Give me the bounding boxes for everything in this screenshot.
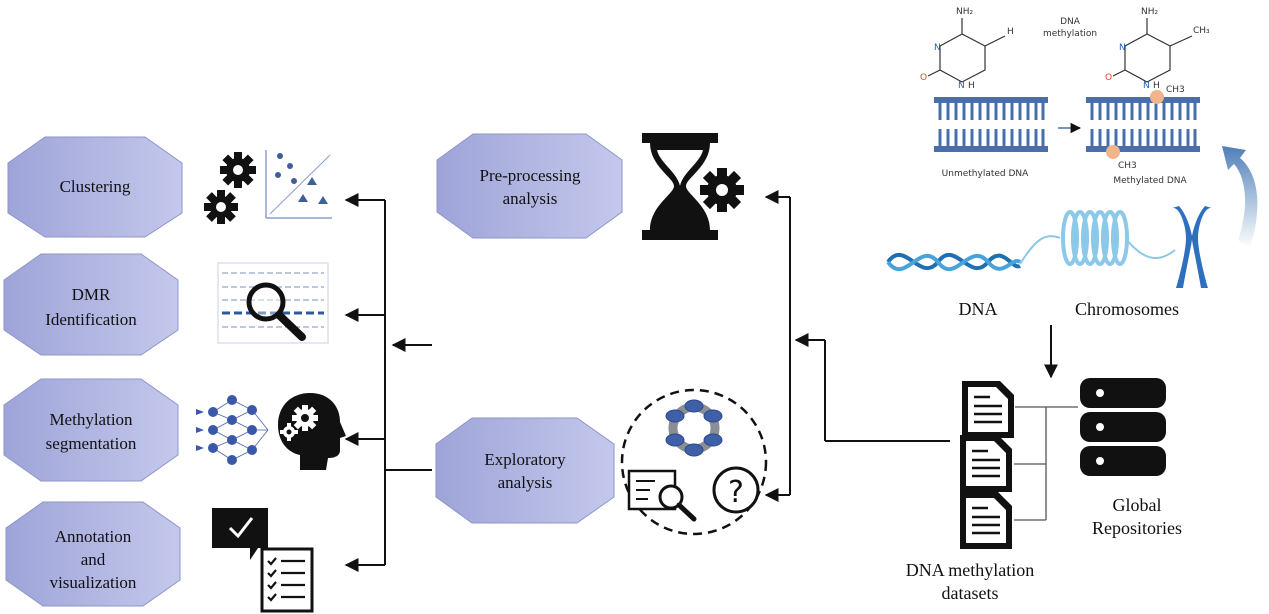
nh2-left: NH₂ (956, 7, 974, 17)
exploratory-label-line1: Exploratory (484, 450, 566, 469)
unmethylated-dna-ladder (934, 97, 1048, 152)
datasets-label-line2: datasets (942, 583, 999, 603)
methyl-group-top (1150, 90, 1164, 104)
o-left: O (920, 73, 927, 83)
methylated-label: Methylated DNA (1113, 176, 1187, 186)
n-left-1: N (934, 43, 941, 53)
n-left-2: N (958, 81, 965, 91)
methylcytosine-structure (1112, 18, 1193, 83)
o-right: O (1105, 73, 1112, 83)
left-arrow-tree (344, 193, 432, 572)
annotation-label-line1: Annotation (55, 527, 132, 546)
document-connectors (1014, 406, 1078, 521)
head-gears-icon (278, 393, 346, 470)
dna-label: DNA (959, 299, 998, 319)
magnifier-chart-icon (217, 262, 329, 344)
neural-network-icon (196, 395, 269, 465)
process-label-line1: DNA (1060, 17, 1081, 27)
hex-annotation-visualization: Annotation and visualization (5, 501, 181, 607)
nh2-right: NH₂ (1141, 7, 1159, 17)
dna-helix-icon (886, 210, 1176, 271)
speech-checkmark-icon (212, 508, 268, 560)
network-ring-icon (665, 399, 723, 457)
h-ring-right: H (1153, 81, 1160, 91)
ch3-atom: CH₃ (1193, 26, 1210, 36)
hex-preprocessing: Pre-processing analysis (436, 133, 623, 239)
exploratory-label-line2: analysis (498, 473, 553, 492)
n-right-1: N (1119, 43, 1126, 53)
h-atom: H (1007, 27, 1014, 37)
exploratory-icons: ? (620, 388, 768, 536)
scatter-plot-icon (265, 150, 332, 219)
database-icon (1080, 378, 1166, 476)
clustering-label: Clustering (60, 177, 131, 196)
annotation-label-line2: and (81, 550, 106, 569)
hex-clustering: Clustering (7, 136, 183, 238)
hourglass-icon (642, 133, 744, 240)
gear-icon (204, 152, 256, 224)
hex-dmr-identification: DMR Identification (3, 253, 179, 356)
repositories-label-line2: Repositories (1092, 518, 1182, 538)
segmentation-label-line1: Methylation (49, 410, 133, 429)
datasets-label-line1: DNA methylation (906, 560, 1035, 580)
h-ring-left: H (968, 81, 975, 91)
methylation-panel: NH₂ H N N O H NH₂ CH₃ N N O H DNA methyl… (920, 7, 1210, 186)
segmentation-label-line2: segmentation (46, 434, 137, 453)
question-icon: ? (712, 466, 760, 514)
ch3-top-label: CH3 (1166, 85, 1185, 95)
middle-arrow-tree (764, 190, 950, 502)
annotation-label-line3: visualization (50, 573, 137, 592)
ch3-bottom-label: CH3 (1118, 161, 1137, 171)
chromosome-icon (1172, 206, 1212, 288)
svg-text:?: ? (728, 475, 744, 510)
dmr-label-line1: DMR (72, 285, 111, 304)
document-magnifier-icon (627, 469, 697, 522)
hex-methylation-segmentation: Methylation segmentation (3, 378, 179, 482)
process-label-line2: methylation (1043, 29, 1097, 39)
checklist-icon (260, 547, 314, 613)
hex-exploratory: Exploratory analysis (435, 417, 615, 524)
document-icon (960, 381, 1014, 549)
preprocessing-label-line1: Pre-processing (479, 166, 581, 185)
chromosomes-label: Chromosomes (1075, 299, 1179, 319)
dmr-label-line2: Identification (45, 310, 137, 329)
cytosine-structure (927, 18, 1006, 83)
methyl-group-bottom (1106, 145, 1120, 159)
repositories-label-line1: Global (1113, 495, 1162, 515)
unmethylated-label: Unmethylated DNA (942, 169, 1029, 179)
preprocessing-label-line2: analysis (503, 189, 558, 208)
curved-arrow-icon (1222, 146, 1258, 248)
methylated-dna-ladder (1086, 90, 1200, 159)
n-right-2: N (1143, 81, 1150, 91)
